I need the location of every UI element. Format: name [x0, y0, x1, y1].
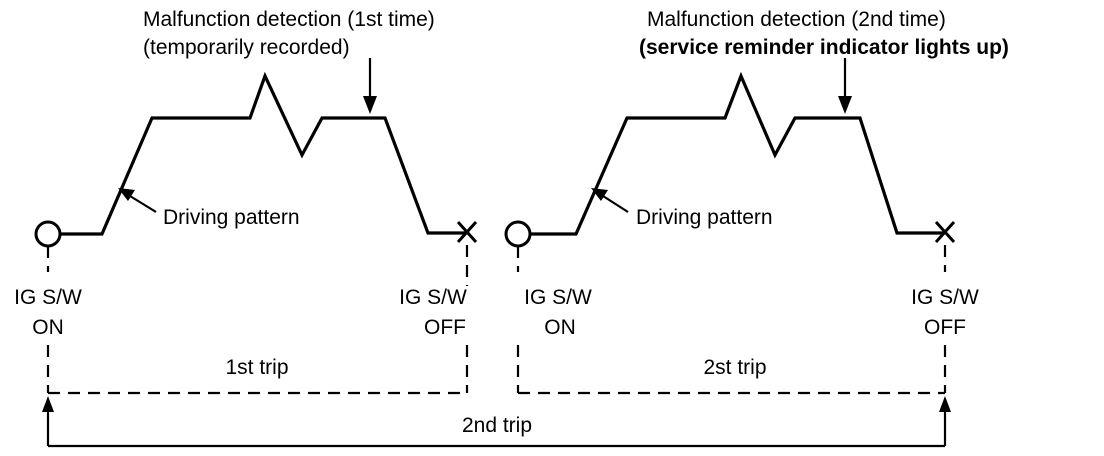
ig-off-state-1: OFF: [424, 316, 466, 339]
detection-1-title: Malfunction detection (1st time): [143, 8, 435, 31]
driving-trace-2: [530, 71, 945, 236]
ig-on-label-2: IG S/W: [524, 286, 592, 309]
detection-arrow-1: [363, 58, 377, 114]
driving-pattern-pointer-2: [591, 188, 629, 213]
trip-bracket-1: [46, 245, 469, 395]
ig-off-state-2: OFF: [924, 316, 966, 339]
ig-on-state-1: ON: [32, 316, 64, 339]
ig-off-label-2: IG S/W: [911, 286, 979, 309]
detection-arrow-2: [838, 58, 852, 114]
ig-on-label-1: IG S/W: [14, 286, 82, 309]
ig-off-marker-2: [934, 220, 956, 244]
trip-label-first: 1st trip: [225, 356, 288, 379]
trip-label-second: 2st trip: [703, 356, 766, 379]
trip-label-overall: 2nd trip: [462, 414, 532, 437]
ig-off-label-1: IG S/W: [399, 286, 467, 309]
driving-pattern-pointer-1: [118, 188, 157, 213]
detection-2-note: (service reminder indicator lights up): [639, 36, 1009, 59]
driving-pattern-label-1: Driving pattern: [163, 206, 300, 229]
detection-1-note: (temporarily recorded): [143, 36, 350, 59]
detection-2-title: Malfunction detection (2nd time): [647, 8, 946, 31]
trip-bracket-2: [516, 245, 947, 395]
driving-pattern-label-2: Driving pattern: [636, 206, 773, 229]
overall-trip-bracket: [42, 396, 951, 448]
ig-off-marker-1: [456, 220, 478, 244]
ig-on-marker-1: [34, 220, 62, 248]
driving-trace-1: [60, 71, 467, 236]
ig-on-state-2: ON: [544, 316, 576, 339]
ig-on-marker-2: [504, 220, 532, 248]
